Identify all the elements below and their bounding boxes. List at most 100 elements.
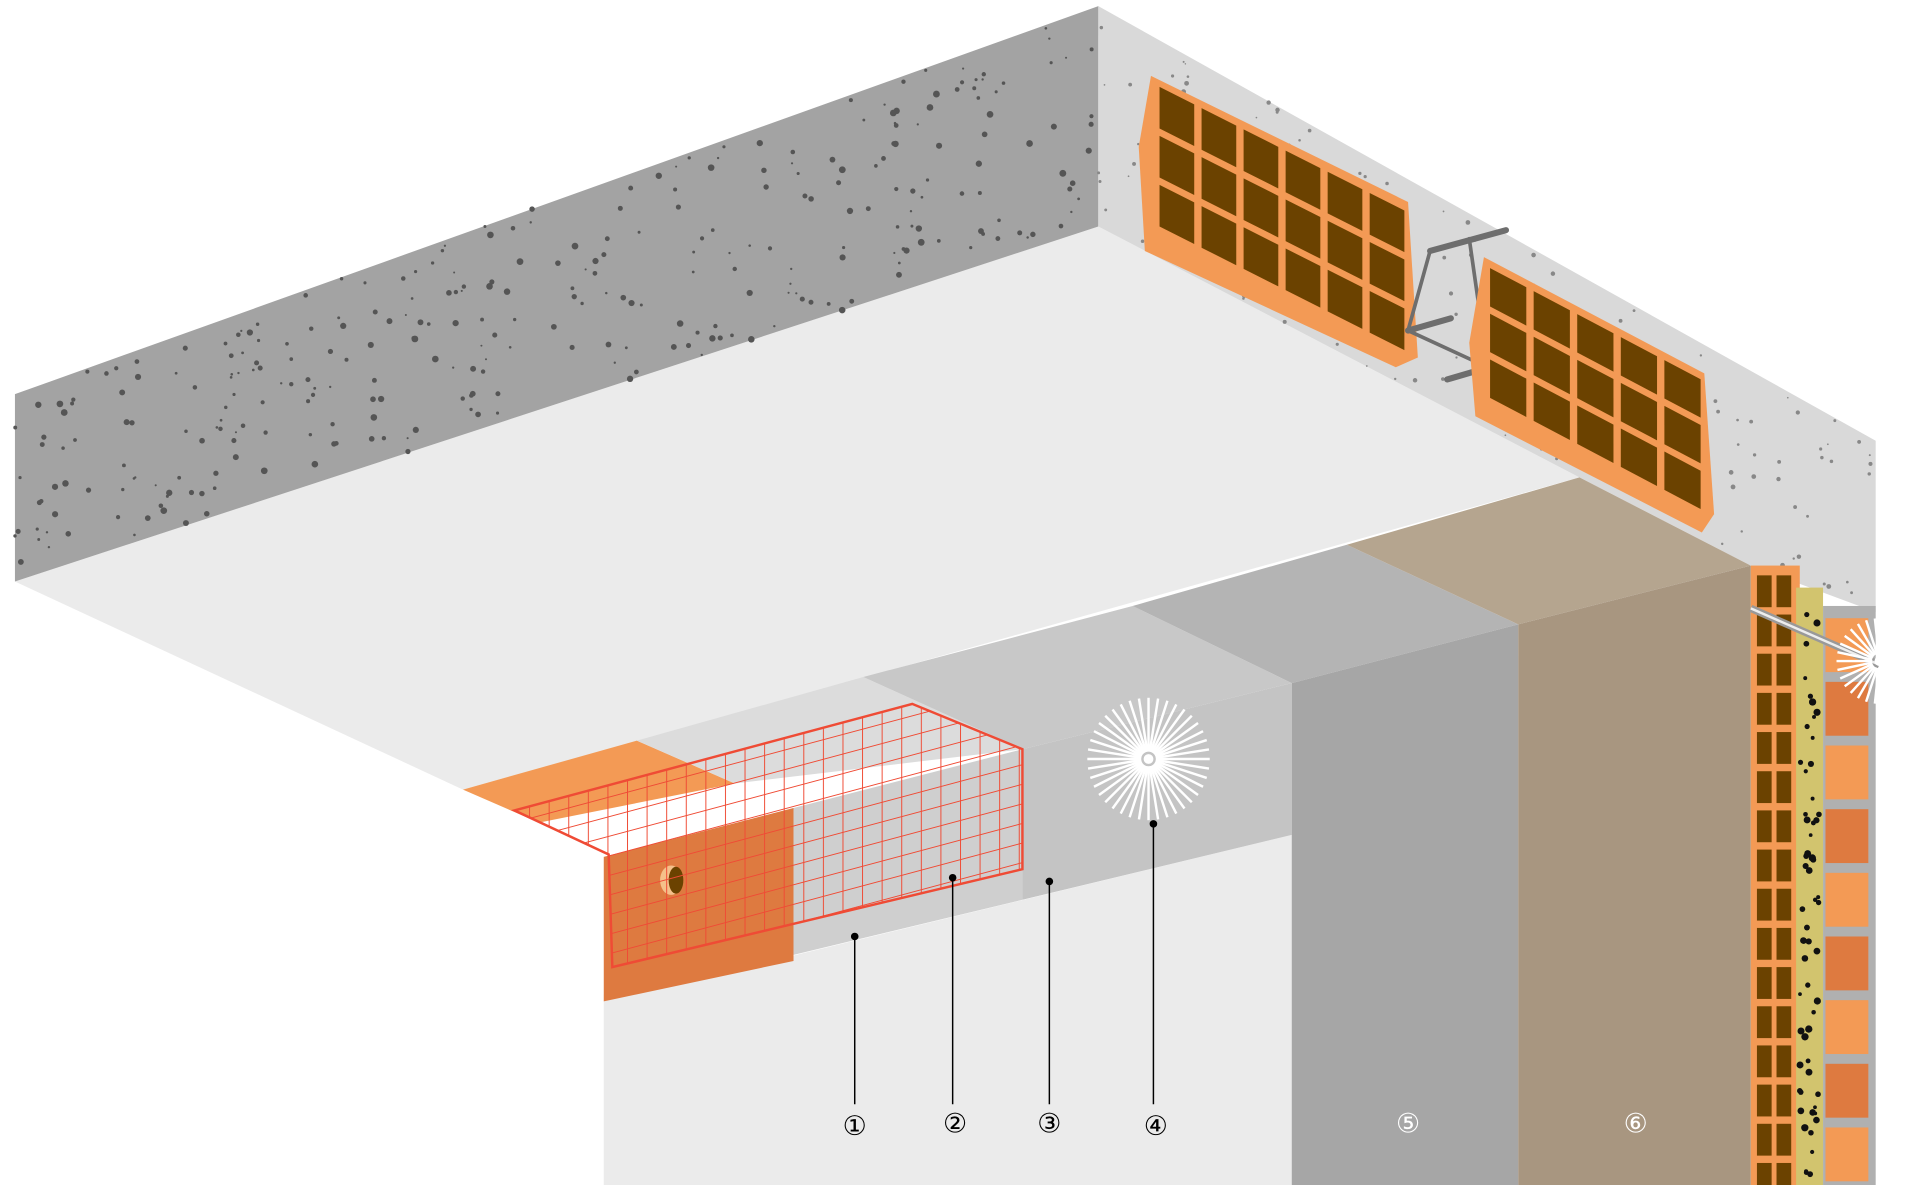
burst-ray	[1087, 758, 1142, 770]
burst-ray	[1837, 661, 1873, 672]
aggregate-dot	[241, 351, 244, 355]
aggregate-dot	[1412, 378, 1418, 383]
aggregate-dot	[440, 248, 445, 253]
aggregate-dot	[256, 338, 261, 343]
aggregate-dot	[1442, 210, 1445, 213]
aggregate-dot	[177, 475, 182, 480]
aggregate-dot	[974, 78, 978, 82]
burst-ray	[1886, 661, 1920, 671]
brick-cell	[1756, 614, 1772, 647]
aggregate-dot	[114, 366, 119, 371]
aggregate-dot	[881, 156, 886, 161]
brick-cell	[1285, 199, 1321, 259]
aggregate-dot	[56, 400, 64, 408]
aggregate-dot	[121, 487, 125, 492]
aggregate-dot	[1048, 37, 1051, 40]
aggregate-dot	[411, 335, 419, 343]
insulation-dot	[1799, 906, 1806, 912]
brick-cell	[1577, 405, 1614, 464]
brick-cell	[1756, 1006, 1772, 1039]
aggregate-dot	[676, 320, 684, 327]
aggregate-dot	[655, 172, 662, 179]
aggregate-dot	[975, 160, 982, 167]
aggregate-dot	[133, 533, 136, 537]
brick-cell	[1159, 86, 1195, 147]
aggregate-dot	[910, 224, 914, 228]
aggregate-dot	[1097, 171, 1101, 175]
insulation-dot	[1797, 759, 1804, 765]
fastener-burst-icon	[1836, 618, 1920, 704]
brick-cell	[1577, 314, 1614, 372]
aggregate-dot	[917, 238, 925, 246]
aggregate-dot	[605, 341, 612, 348]
aggregate-dot	[414, 270, 418, 274]
brick-cell	[1776, 653, 1792, 686]
brick-cell	[1776, 771, 1792, 804]
aggregate-dot	[1128, 82, 1133, 87]
insulation-dot	[1804, 723, 1810, 730]
aggregate-dot	[802, 193, 808, 199]
aggregate-dot	[994, 90, 998, 94]
aggregate-dot	[732, 266, 737, 272]
aggregate-dot	[213, 470, 219, 476]
insulation-dot	[1805, 867, 1813, 874]
aggregate-dot	[1030, 231, 1036, 238]
aggregate-dot	[1385, 181, 1389, 186]
wall-section	[1749, 565, 1881, 1185]
brick-cell	[1776, 849, 1792, 882]
insulation-dot	[1810, 1149, 1815, 1155]
aggregate-dot	[1740, 530, 1743, 533]
aggregate-dot	[1103, 83, 1106, 86]
aggregate-dot	[842, 245, 846, 250]
aggregate-dot	[709, 335, 716, 342]
aggregate-dot	[339, 277, 344, 281]
aggregate-dot	[166, 489, 173, 496]
burst-ray	[1873, 668, 1880, 704]
aggregate-dot	[1088, 121, 1094, 127]
insulation-dot	[1812, 714, 1816, 719]
aggregate-dot	[47, 545, 51, 549]
aggregate-dot	[836, 180, 842, 186]
brick-cell	[1664, 451, 1701, 510]
burst-ray	[1873, 618, 1880, 654]
aggregate-dot	[981, 72, 986, 77]
aggregate-dot	[901, 79, 906, 84]
aggregate-dot	[231, 438, 237, 444]
burst-ray	[1880, 667, 1894, 703]
insulation-dot	[1813, 947, 1821, 955]
insulation-dot	[1804, 1169, 1809, 1174]
aggregate-dot	[584, 268, 587, 271]
aggregate-dot	[626, 375, 634, 383]
aggregate-dot	[160, 507, 168, 514]
aggregate-dot	[453, 271, 456, 274]
hollow-brick-1	[1138, 75, 1418, 368]
aggregate-dot	[503, 288, 511, 295]
insulation-dot	[1802, 862, 1809, 870]
aggregate-dot	[1826, 584, 1832, 589]
aggregate-dot	[204, 510, 210, 517]
brick-cell	[1620, 428, 1658, 487]
aggregate-dot	[1465, 220, 1471, 225]
insulation-dot	[1808, 1130, 1814, 1136]
insulation-dot	[1813, 708, 1821, 716]
aggregate-dot	[1098, 180, 1102, 184]
aggregate-dot	[240, 423, 246, 429]
facing-brick	[1825, 936, 1869, 991]
aggregate-dot	[224, 405, 228, 410]
insulation-dot	[1801, 1124, 1809, 1132]
burst-ray	[1883, 628, 1909, 657]
aggregate-dot	[489, 279, 495, 285]
burst-ray	[1104, 714, 1145, 755]
aggregate-dot	[246, 329, 253, 336]
aggregate-dot	[893, 121, 897, 125]
insulation-dot	[1813, 997, 1821, 1005]
aggregate-dot	[73, 438, 77, 442]
brick-cell	[1756, 849, 1772, 882]
aggregate-dot	[1776, 476, 1781, 482]
aggregate-dot	[13, 425, 18, 430]
aggregate-dot	[790, 149, 796, 155]
aggregate-dot	[254, 360, 260, 366]
aggregate-dot	[1070, 210, 1073, 214]
aggregate-dot	[604, 236, 610, 242]
